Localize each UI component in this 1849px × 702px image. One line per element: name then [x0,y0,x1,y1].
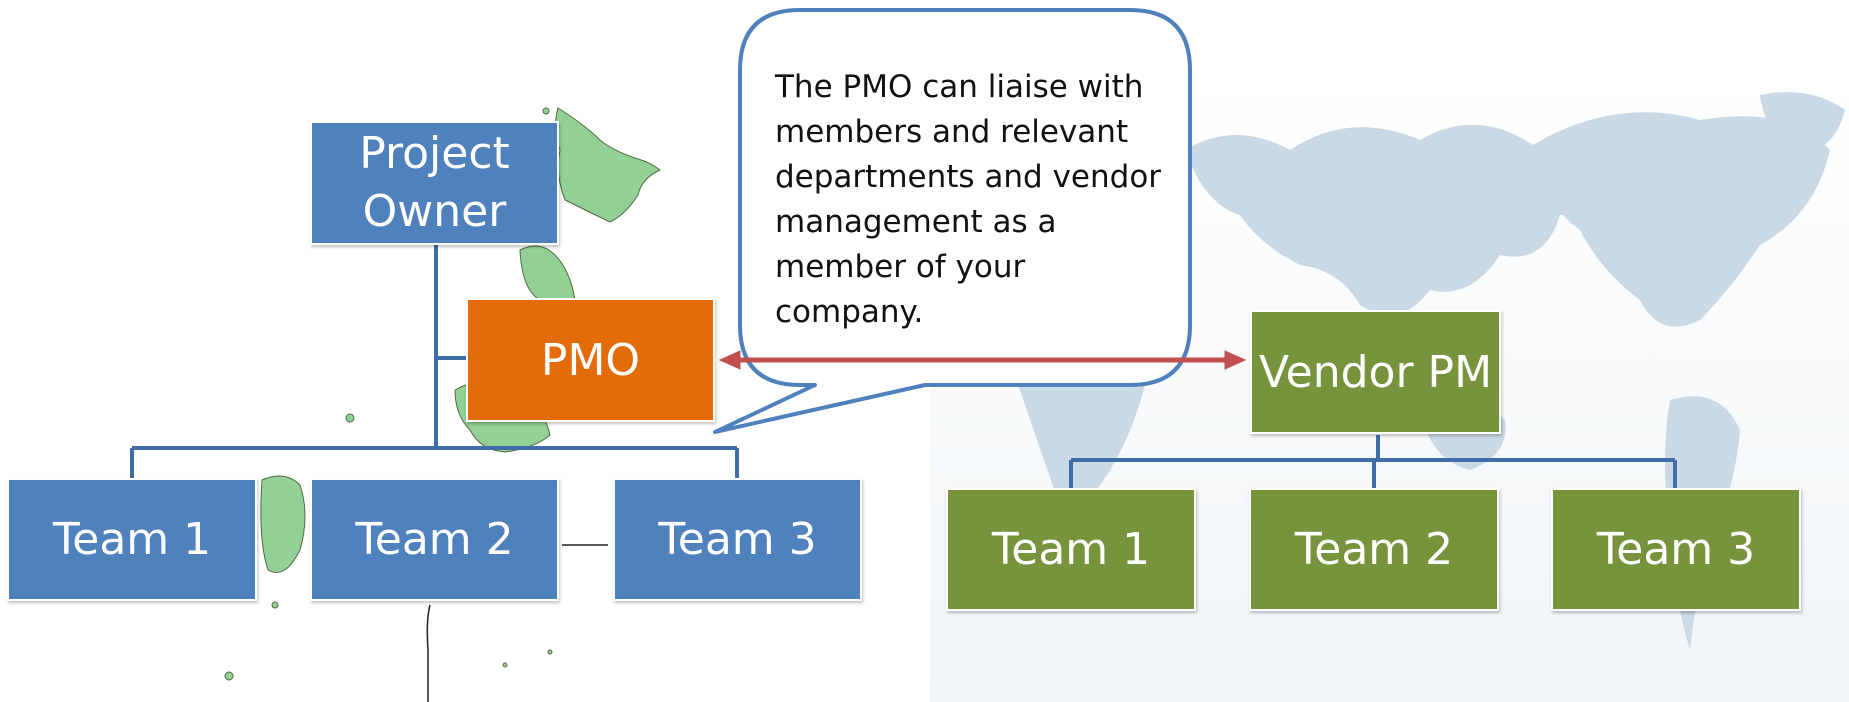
right-team-3-label: Team 3 [1596,524,1756,575]
left-team-3-label: Team 3 [658,514,817,565]
right-team-2-box: Team 2 [1249,488,1499,611]
right-team-bracket [1069,458,1677,488]
pmo-label: PMO [540,334,641,386]
left-team-3-box: Team 3 [613,478,862,601]
speech-bubble-shape [713,8,1192,434]
left-team-2-box: Team 2 [310,478,559,601]
vendor-pm-box: Vendor PM [1250,310,1501,434]
left-team-2-label: Team 2 [355,514,514,565]
left-team-1-label: Team 1 [52,514,212,565]
right-team-2-label: Team 2 [1294,524,1454,575]
callout-text: The PMO can liaise with members and rele… [775,69,1162,330]
right-team-3-box: Team 3 [1551,488,1801,611]
project-owner-box: Project Owner [310,121,559,245]
left-team-1-box: Team 1 [7,478,257,601]
project-owner-label: Project Owner [359,128,510,237]
right-team-1-box: Team 1 [946,488,1196,611]
left-team-bracket [130,446,739,478]
thin-connector-down [426,604,431,702]
vendor-pm-label: Vendor PM [1258,346,1493,398]
pmo-box: PMO [466,298,715,422]
right-team-1-label: Team 1 [991,524,1151,575]
